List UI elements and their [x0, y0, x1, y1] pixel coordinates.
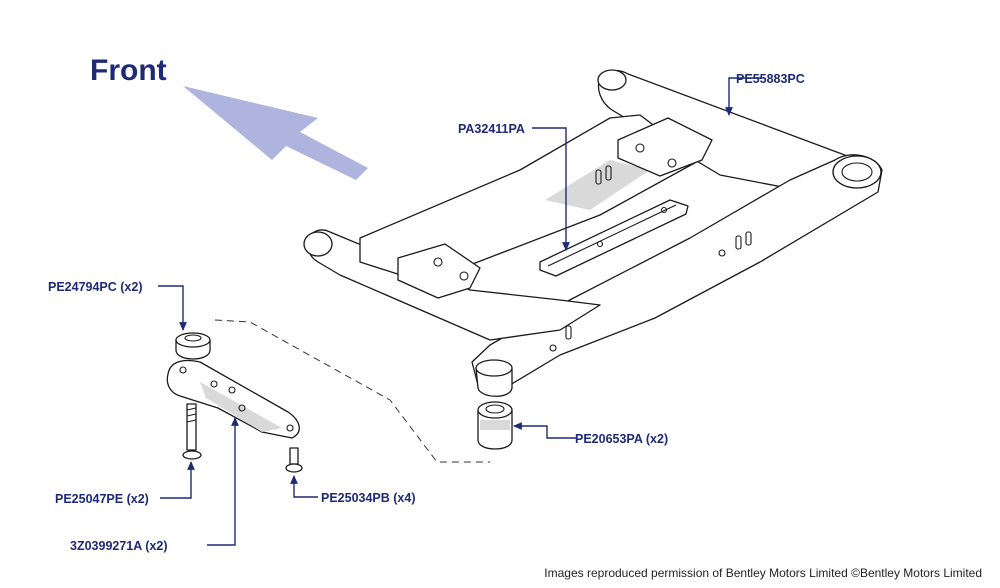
front-arrow-icon: [183, 86, 368, 180]
top-bush-part: [175, 332, 211, 360]
leader-pa32411pa: [532, 127, 570, 251]
leader-pe25047pe: [160, 461, 195, 499]
copyright-credit: Images reproduced permission of Bentley …: [544, 566, 982, 580]
callout-pe20653pa: PE20653PA (x2): [575, 432, 668, 446]
channel-plate: [539, 199, 689, 277]
short-bolt-part: [285, 447, 303, 473]
mounting-bracket-part: [166, 359, 300, 439]
callout-pe55883pc: PE55883PC: [736, 72, 805, 86]
long-bolt-part: [182, 403, 202, 460]
callout-3z0399271a: 3Z0399271A (x2): [70, 539, 168, 553]
leader-pe55883pc: [725, 77, 762, 116]
callout-pe25047pe: PE25047PE (x2): [55, 492, 149, 506]
exploded-path-line: [214, 319, 490, 463]
leader-pe25034pb: [290, 475, 318, 498]
front-label: Front: [90, 54, 167, 87]
leader-pe20653pa: [513, 422, 576, 439]
rear-subframe: [303, 69, 883, 397]
callout-pe25034pb: PE25034PB (x4): [321, 491, 416, 505]
leader-3z0399271a: [207, 417, 239, 546]
callout-pe24794pc: PE24794PC (x2): [48, 280, 143, 294]
leader-pe24794pc: [158, 285, 187, 331]
callout-pa32411pa: PA32411PA: [458, 122, 525, 136]
bottom-bush-part: [477, 401, 513, 450]
